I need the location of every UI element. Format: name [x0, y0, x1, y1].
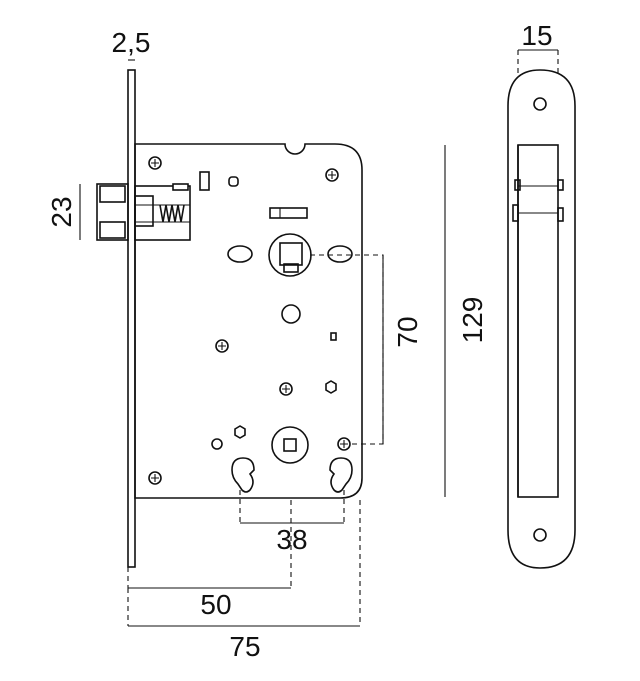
key-follower — [271, 426, 309, 464]
mounting-slot — [327, 245, 353, 263]
dim-backset: 50 — [200, 589, 231, 620]
dimension-lines — [79, 59, 446, 627]
hex-nut — [325, 380, 337, 394]
lock-case — [134, 143, 363, 499]
faceplate-screw-hole-top — [533, 97, 547, 111]
dim-total-depth: 75 — [229, 631, 260, 662]
side-case — [517, 144, 559, 498]
hex-nut — [234, 425, 246, 439]
mounting-slot — [227, 245, 253, 263]
dim-key-slot-spacing: 38 — [276, 524, 307, 555]
screw-icon — [279, 382, 293, 396]
side-faceplate — [507, 69, 576, 569]
dim-plate-height: 129 — [457, 297, 488, 344]
faceplate — [127, 69, 136, 568]
side-view — [507, 49, 576, 569]
front-view — [96, 69, 384, 568]
small-detent — [330, 332, 337, 341]
screw-icon — [148, 471, 162, 485]
screw-icon — [215, 339, 229, 353]
screw-icon — [325, 168, 339, 182]
keyhole-slot — [231, 457, 255, 493]
dim-faceplate-thickness: 2,5 — [112, 27, 151, 58]
screw-icon — [148, 156, 162, 170]
dim-handle-key-distance: 70 — [392, 316, 423, 347]
keyhole-slot — [329, 457, 353, 493]
top-lever — [199, 171, 210, 191]
middle-hole — [281, 304, 301, 324]
small-hole — [211, 438, 223, 450]
dim-latch-height: 23 — [46, 196, 77, 227]
guide-slot — [269, 207, 308, 219]
top-pin — [228, 176, 239, 187]
screw-icon — [337, 437, 351, 451]
latch-bolt — [96, 183, 191, 241]
dim-side-plate-width: 15 — [521, 20, 552, 51]
faceplate-screw-hole-bottom — [533, 528, 547, 542]
handle-follower — [268, 233, 312, 277]
